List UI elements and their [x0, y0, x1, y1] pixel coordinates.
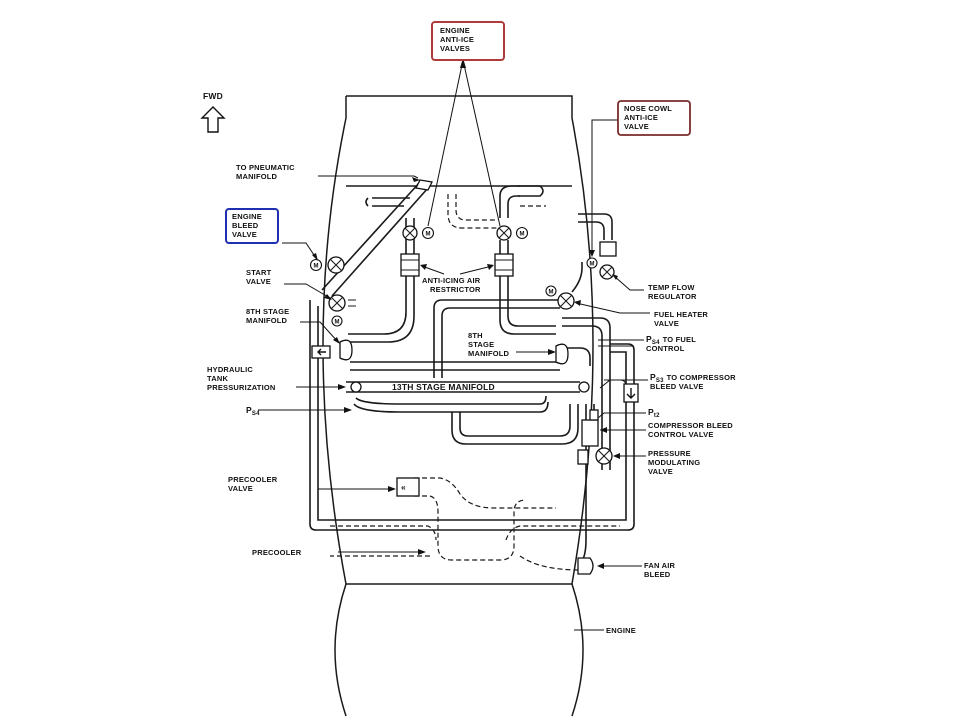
- label-precooler-valve-2: VALVE: [228, 484, 253, 493]
- thirteenth-stage-end-caps: [350, 381, 590, 393]
- label-comp-bleed-2: CONTROL VALVE: [648, 430, 714, 439]
- callout-nose-cowl-box: [617, 100, 691, 136]
- anti-ice-valve-right-icon: M: [496, 225, 529, 241]
- svg-text:M: M: [426, 232, 431, 238]
- fan-air-bleed-icon: [577, 557, 594, 575]
- svg-text:M: M: [335, 320, 340, 326]
- pressure-modulating-valve-icon: [577, 447, 613, 465]
- svg-text:VALVE: VALVE: [232, 230, 257, 239]
- label-pressure-mod-2: MODULATING: [648, 458, 700, 467]
- leader-lines: [258, 58, 650, 631]
- label-ps4-fuel-2: CONTROL: [646, 344, 685, 353]
- eighth-stage-check-valve-mid-icon: [555, 343, 569, 365]
- label-pneumatic-1: TO PNEUMATIC: [236, 163, 295, 172]
- label-restrictor-1: ANTI-ICING AIR: [422, 276, 481, 285]
- anti-ice-valve-left-icon: M: [402, 225, 435, 241]
- svg-text:VALVES: VALVES: [440, 44, 470, 53]
- compressor-bleed-arrow-icon: [623, 383, 639, 403]
- label-eighth-mid-1: 8TH: [468, 331, 483, 340]
- forward-label: FWD: [203, 91, 223, 101]
- label-eighth-mid-2: STAGE: [468, 340, 494, 349]
- label-pt2: Pt2: [648, 407, 660, 419]
- svg-text:M: M: [590, 262, 595, 268]
- label-start-valve-1: START: [246, 268, 272, 277]
- callout-engine-bleed-box: [225, 208, 279, 244]
- engine-outline: [322, 95, 594, 717]
- eighth-stage-check-valve-left-icon: [311, 339, 353, 361]
- pipework: [309, 181, 635, 567]
- svg-text:VALVE: VALVE: [624, 122, 649, 131]
- label-precooler-valve-1: PRECOOLER: [228, 475, 278, 484]
- label-temp-flow-2: REGULATOR: [648, 292, 697, 301]
- precooler-ducting: [330, 194, 620, 571]
- svg-text:ANTI-ICE: ANTI-ICE: [440, 35, 474, 44]
- label-fan-air-1: FAN AIR: [644, 561, 676, 570]
- label-eighth-mid-3: MANIFOLD: [468, 349, 510, 358]
- svg-text:M: M: [314, 264, 319, 270]
- callout-engine-bleed: ENGINE BLEED VALVE: [225, 208, 279, 244]
- valves: M M M M: [309, 179, 639, 575]
- label-eighth-left-2: MANIFOLD: [246, 316, 288, 325]
- label-fuel-heater-2: VALVE: [654, 319, 679, 328]
- svg-text:ANTI-ICE: ANTI-ICE: [624, 113, 658, 122]
- svg-text:BLEED: BLEED: [232, 221, 259, 230]
- label-temp-flow-1: TEMP FLOW: [648, 283, 695, 292]
- anti-icing-air-restrictors: [400, 241, 617, 277]
- label-eighth-left-1: 8TH STAGE: [246, 307, 289, 316]
- engine-bleed-valve-icon: M: [309, 256, 345, 274]
- label-restrictor-2: RESTRICTOR: [430, 285, 481, 294]
- precooler-valve-icon: «: [396, 477, 420, 497]
- label-thirteenth-stage: 13TH STAGE MANIFOLD: [392, 382, 495, 392]
- nose-cowl-valve-icon: M: [586, 257, 615, 280]
- label-pneumatic-2: MANIFOLD: [236, 172, 278, 181]
- label-pressure-mod-1: PRESSURE: [648, 449, 691, 458]
- label-hydraulic-3: PRESSURIZATION: [207, 383, 276, 392]
- label-pressure-mod-3: VALVE: [648, 467, 673, 476]
- label-ps4-left: PS4: [246, 405, 260, 417]
- compressor-bleed-control-valve-icon: [581, 409, 599, 447]
- callout-engine-anti-ice-box: [431, 21, 505, 61]
- label-ps3-2: BLEED VALVE: [650, 382, 704, 391]
- label-start-valve-2: VALVE: [246, 277, 271, 286]
- label-hydraulic-1: HYDRAULIC: [207, 365, 253, 374]
- label-precooler: PRECOOLER: [252, 548, 302, 557]
- start-valve-icon: M: [328, 294, 356, 327]
- pneumatic-connection-icon: [415, 179, 433, 191]
- svg-text:ENGINE: ENGINE: [440, 26, 470, 35]
- forward-arrow-icon: [200, 106, 226, 133]
- svg-text:M: M: [549, 290, 554, 296]
- svg-text:«: «: [401, 482, 406, 492]
- label-fan-air-2: BLEED: [644, 570, 671, 579]
- svg-text:NOSE COWL: NOSE COWL: [624, 104, 672, 113]
- svg-text:M: M: [520, 232, 525, 238]
- label-engine: ENGINE: [606, 626, 636, 635]
- label-fuel-heater-1: FUEL HEATER: [654, 310, 708, 319]
- label-comp-bleed-1: COMPRESSOR BLEED: [648, 421, 733, 430]
- fuel-heater-valve-icon: M: [545, 285, 575, 310]
- callout-engine-anti-ice: ENGINE ANTI-ICE VALVES: [431, 21, 505, 61]
- callout-nose-cowl: NOSE COWL ANTI-ICE VALVE: [617, 100, 691, 136]
- svg-text:ENGINE: ENGINE: [232, 212, 262, 221]
- label-hydraulic-2: TANK: [207, 374, 228, 383]
